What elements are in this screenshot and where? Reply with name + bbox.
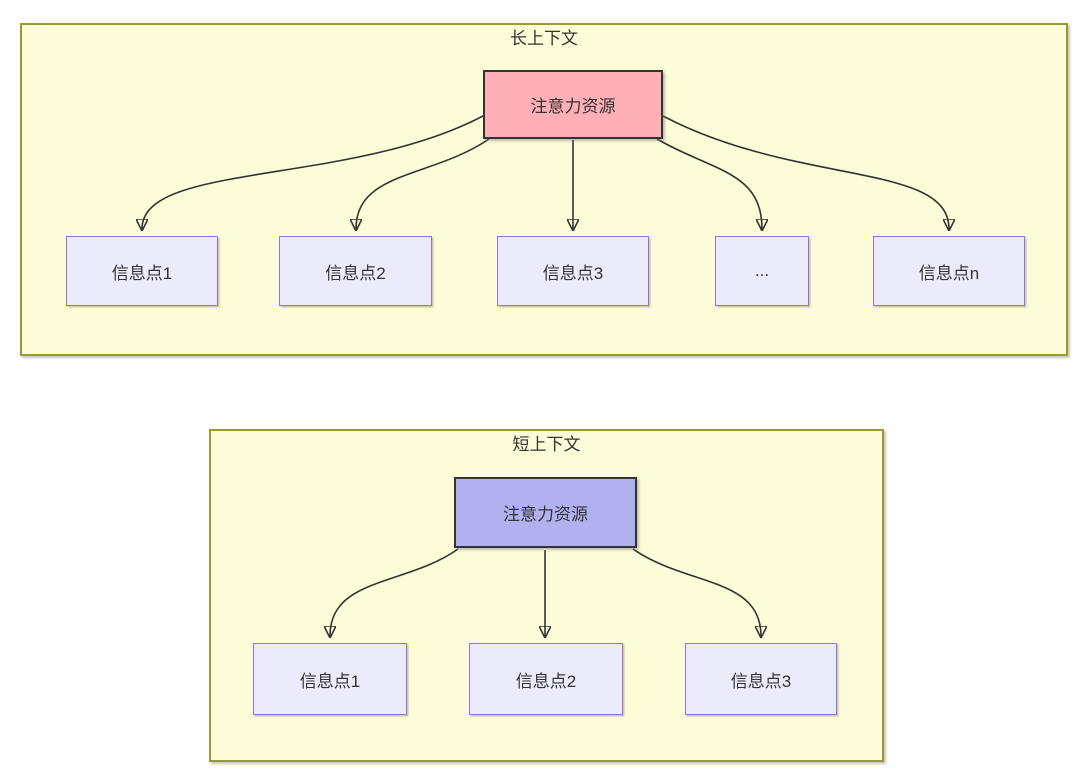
short-info-point-1: 信息点1 [253,643,407,715]
short-context-title: 短上下文 [512,435,581,454]
long-info-point-3: 信息点3 [497,236,649,306]
long-attention-resource-node: 注意力资源 [483,70,663,139]
long-info-point-ellipsis: ... [715,236,809,306]
short-info-point-3: 信息点3 [685,643,837,715]
long-info-point-2: 信息点2 [279,236,432,306]
short-attention-resource-node: 注意力资源 [454,477,637,548]
long-context-title: 长上下文 [510,29,578,48]
short-info-point-2: 信息点2 [469,643,623,715]
long-info-point-1: 信息点1 [66,236,218,306]
long-info-point-n: 信息点n [873,236,1025,306]
